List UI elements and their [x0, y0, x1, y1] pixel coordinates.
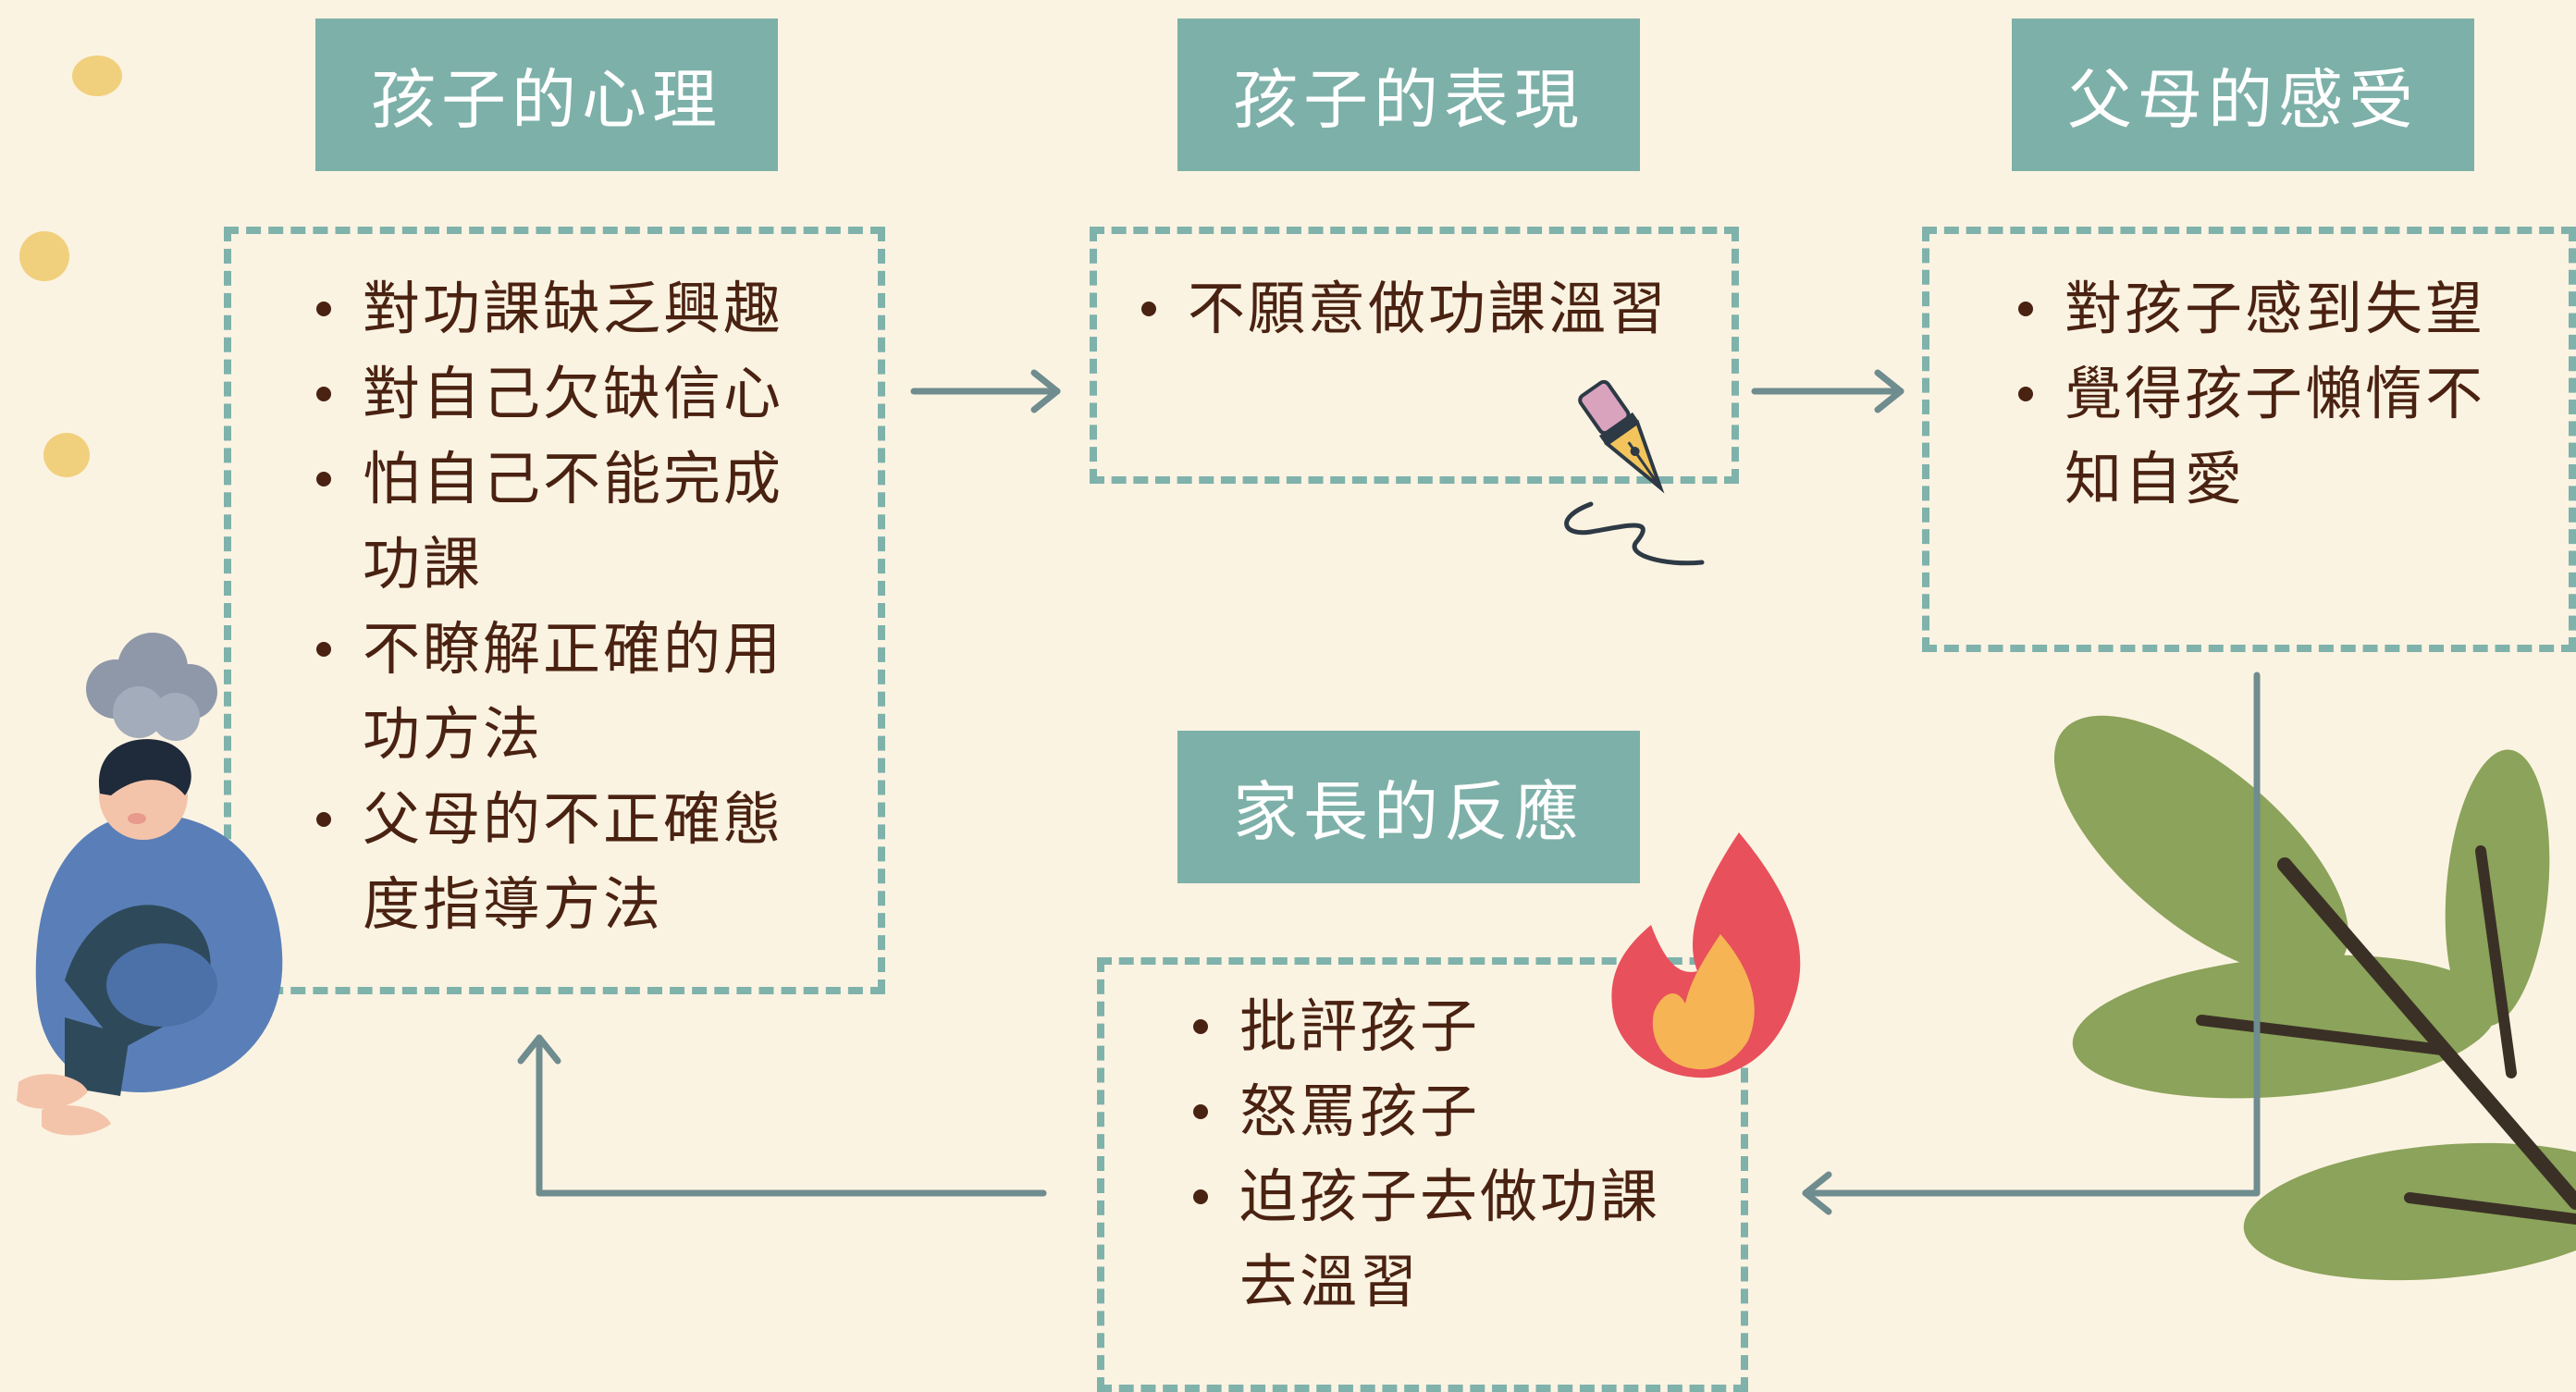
arrow-feelings-to-reaction	[1802, 671, 2261, 1215]
list-child-behavior: 不願意做功課溫習	[1130, 266, 1722, 351]
dot-1	[72, 55, 122, 96]
list-item: 怕自己不能完成功課	[305, 437, 805, 607]
list-parent-reaction: 批評孩子 怒罵孩子 迫孩子去做功課去溫習	[1182, 984, 1700, 1324]
dot-2	[19, 231, 69, 281]
list-item: 迫孩子去做功課去溫習	[1182, 1154, 1700, 1324]
list-child-psychology: 對功課缺乏興趣 對自己欠缺信心 怕自己不能完成功課 不瞭解正確的用功方法 父母的…	[305, 266, 805, 947]
box-child-psychology	[224, 227, 885, 994]
list-item: 對自己欠缺信心	[305, 351, 805, 437]
arrow-psychology-to-behavior	[910, 369, 1061, 413]
dot-3	[43, 433, 90, 477]
box-parent-feelings	[1922, 227, 2576, 652]
list-item: 怒罵孩子	[1182, 1069, 1700, 1154]
arrow-reaction-to-psychology	[517, 1034, 1047, 1197]
list-item: 對功課缺乏興趣	[305, 266, 805, 351]
list-item: 批評孩子	[1182, 984, 1700, 1069]
list-parent-feelings: 對孩子感到失望 覺得孩子懶惰不知自愛	[2007, 266, 2507, 522]
header-child-psychology: 孩子的心理	[315, 18, 778, 171]
box-child-behavior	[1090, 227, 1739, 484]
list-item: 父母的不正確態度指導方法	[305, 777, 805, 947]
header-parent-feelings: 父母的感受	[2012, 18, 2474, 171]
list-item: 不願意做功課溫習	[1130, 266, 1722, 351]
list-item: 覺得孩子懶惰不知自愛	[2007, 351, 2507, 522]
header-child-behavior: 孩子的表現	[1177, 18, 1640, 171]
arrow-behavior-to-feelings	[1751, 369, 1904, 413]
list-item: 對孩子感到失望	[2007, 266, 2507, 351]
header-parent-reaction: 家長的反應	[1177, 731, 1640, 883]
list-item: 不瞭解正確的用功方法	[305, 607, 805, 777]
cloud-icon	[86, 633, 217, 741]
